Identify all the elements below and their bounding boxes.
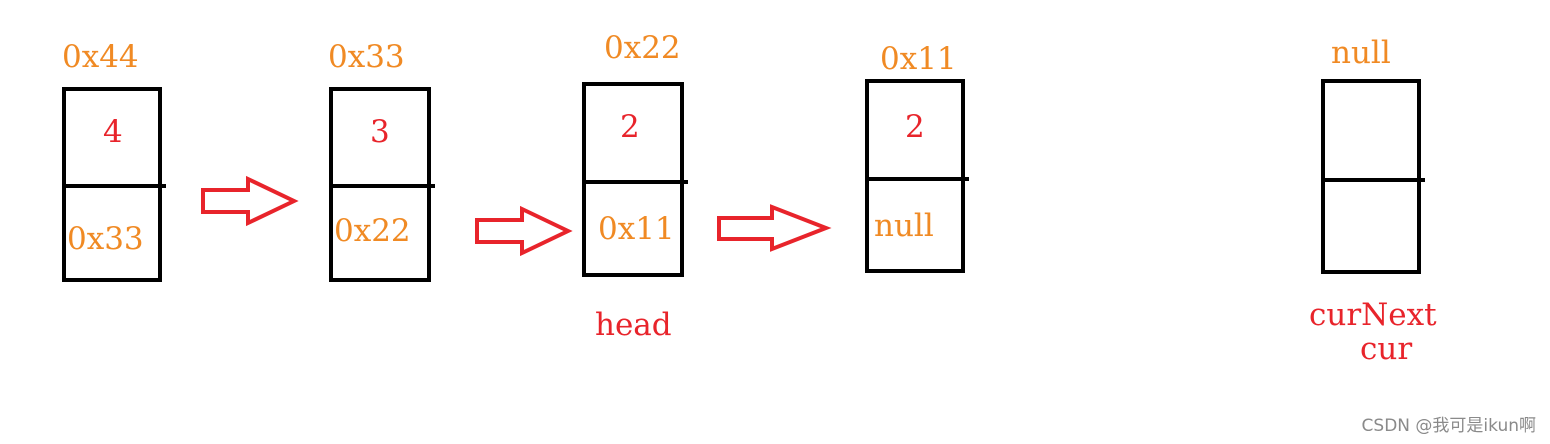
node-0-address: 0x44	[62, 39, 139, 75]
node-1-divider	[329, 184, 435, 188]
node-0-divider	[62, 184, 166, 188]
node-3-divider	[865, 177, 969, 181]
node-1-address: 0x33	[328, 39, 405, 75]
arrow-right-icon	[201, 175, 299, 227]
node-2-next: 0x11	[598, 211, 675, 247]
node-4-address: null	[1331, 35, 1391, 71]
node-3-box	[865, 79, 965, 273]
node-0-next: 0x33	[67, 221, 144, 257]
node-1-next: 0x22	[334, 213, 411, 249]
arrow-right-icon	[475, 205, 573, 257]
node-3-address: 0x11	[880, 41, 957, 77]
node-4-divider	[1321, 178, 1425, 182]
cur-label: cur	[1360, 331, 1413, 367]
node-3-next: null	[874, 208, 934, 244]
head-label: head	[595, 307, 672, 343]
node-3-value: 2	[905, 109, 925, 145]
csdn-watermark: CSDN @我可是ikun啊	[1361, 416, 1536, 436]
cur-next-label: curNext	[1309, 297, 1437, 333]
node-2-value: 2	[620, 109, 640, 145]
node-2-divider	[582, 180, 688, 184]
node-0-value: 4	[103, 114, 123, 150]
arrow-right-icon	[717, 204, 832, 252]
node-4-box	[1321, 79, 1421, 274]
node-1-value: 3	[370, 114, 390, 150]
node-2-address: 0x22	[604, 30, 681, 66]
node-2-box	[582, 82, 684, 277]
